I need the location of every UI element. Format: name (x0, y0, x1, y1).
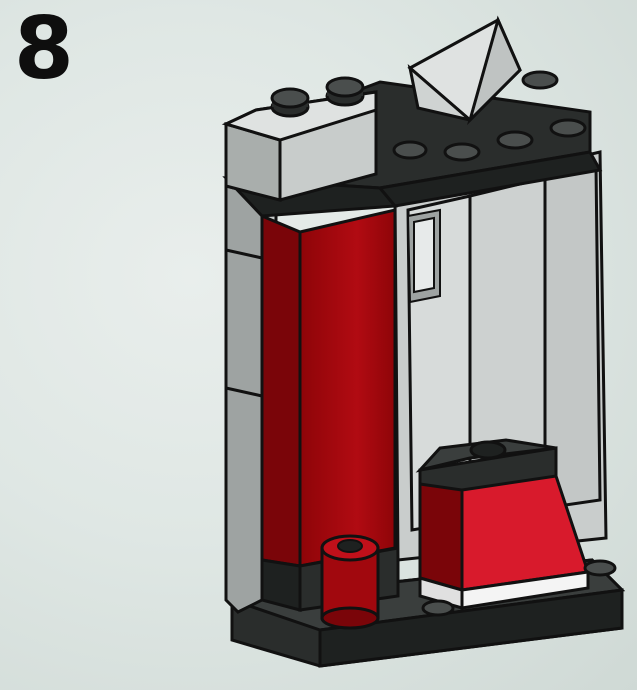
red-column (262, 210, 395, 566)
red-round-brick (322, 536, 378, 628)
